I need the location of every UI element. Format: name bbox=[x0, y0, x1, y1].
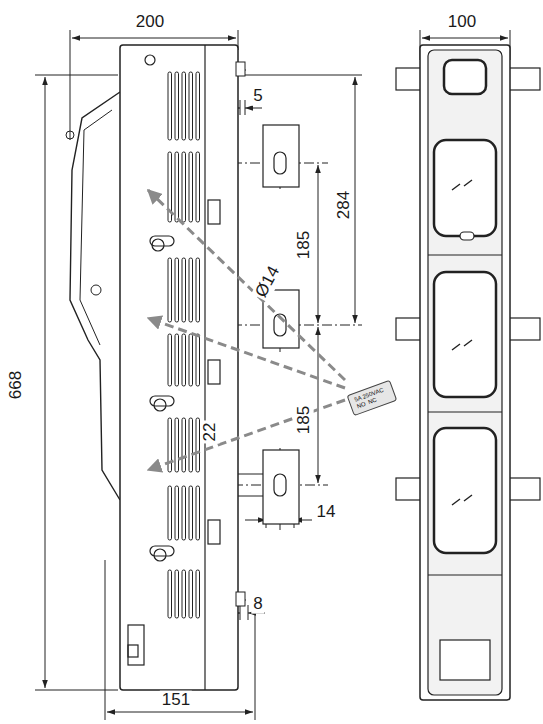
dimension-value: 185 bbox=[295, 404, 314, 436]
dimension-value: 14 bbox=[315, 503, 338, 522]
terminal-name: NC bbox=[367, 397, 378, 407]
housing-side bbox=[120, 45, 238, 690]
dimension-value: 22 bbox=[201, 421, 220, 444]
dimension-value: 668 bbox=[7, 369, 26, 401]
dimension-value: 185 bbox=[295, 229, 314, 261]
dimension-value: 8 bbox=[251, 595, 264, 614]
dimension-value: 284 bbox=[335, 189, 354, 221]
dimension-value: 5 bbox=[251, 87, 264, 106]
dimension-value: 151 bbox=[160, 691, 192, 710]
dimension-value: 200 bbox=[134, 13, 166, 32]
dimension-value: 100 bbox=[446, 13, 478, 32]
terminal-name: NO bbox=[356, 401, 367, 411]
handle bbox=[70, 92, 120, 500]
microswitch: 5A 250VACNONC bbox=[347, 380, 397, 417]
